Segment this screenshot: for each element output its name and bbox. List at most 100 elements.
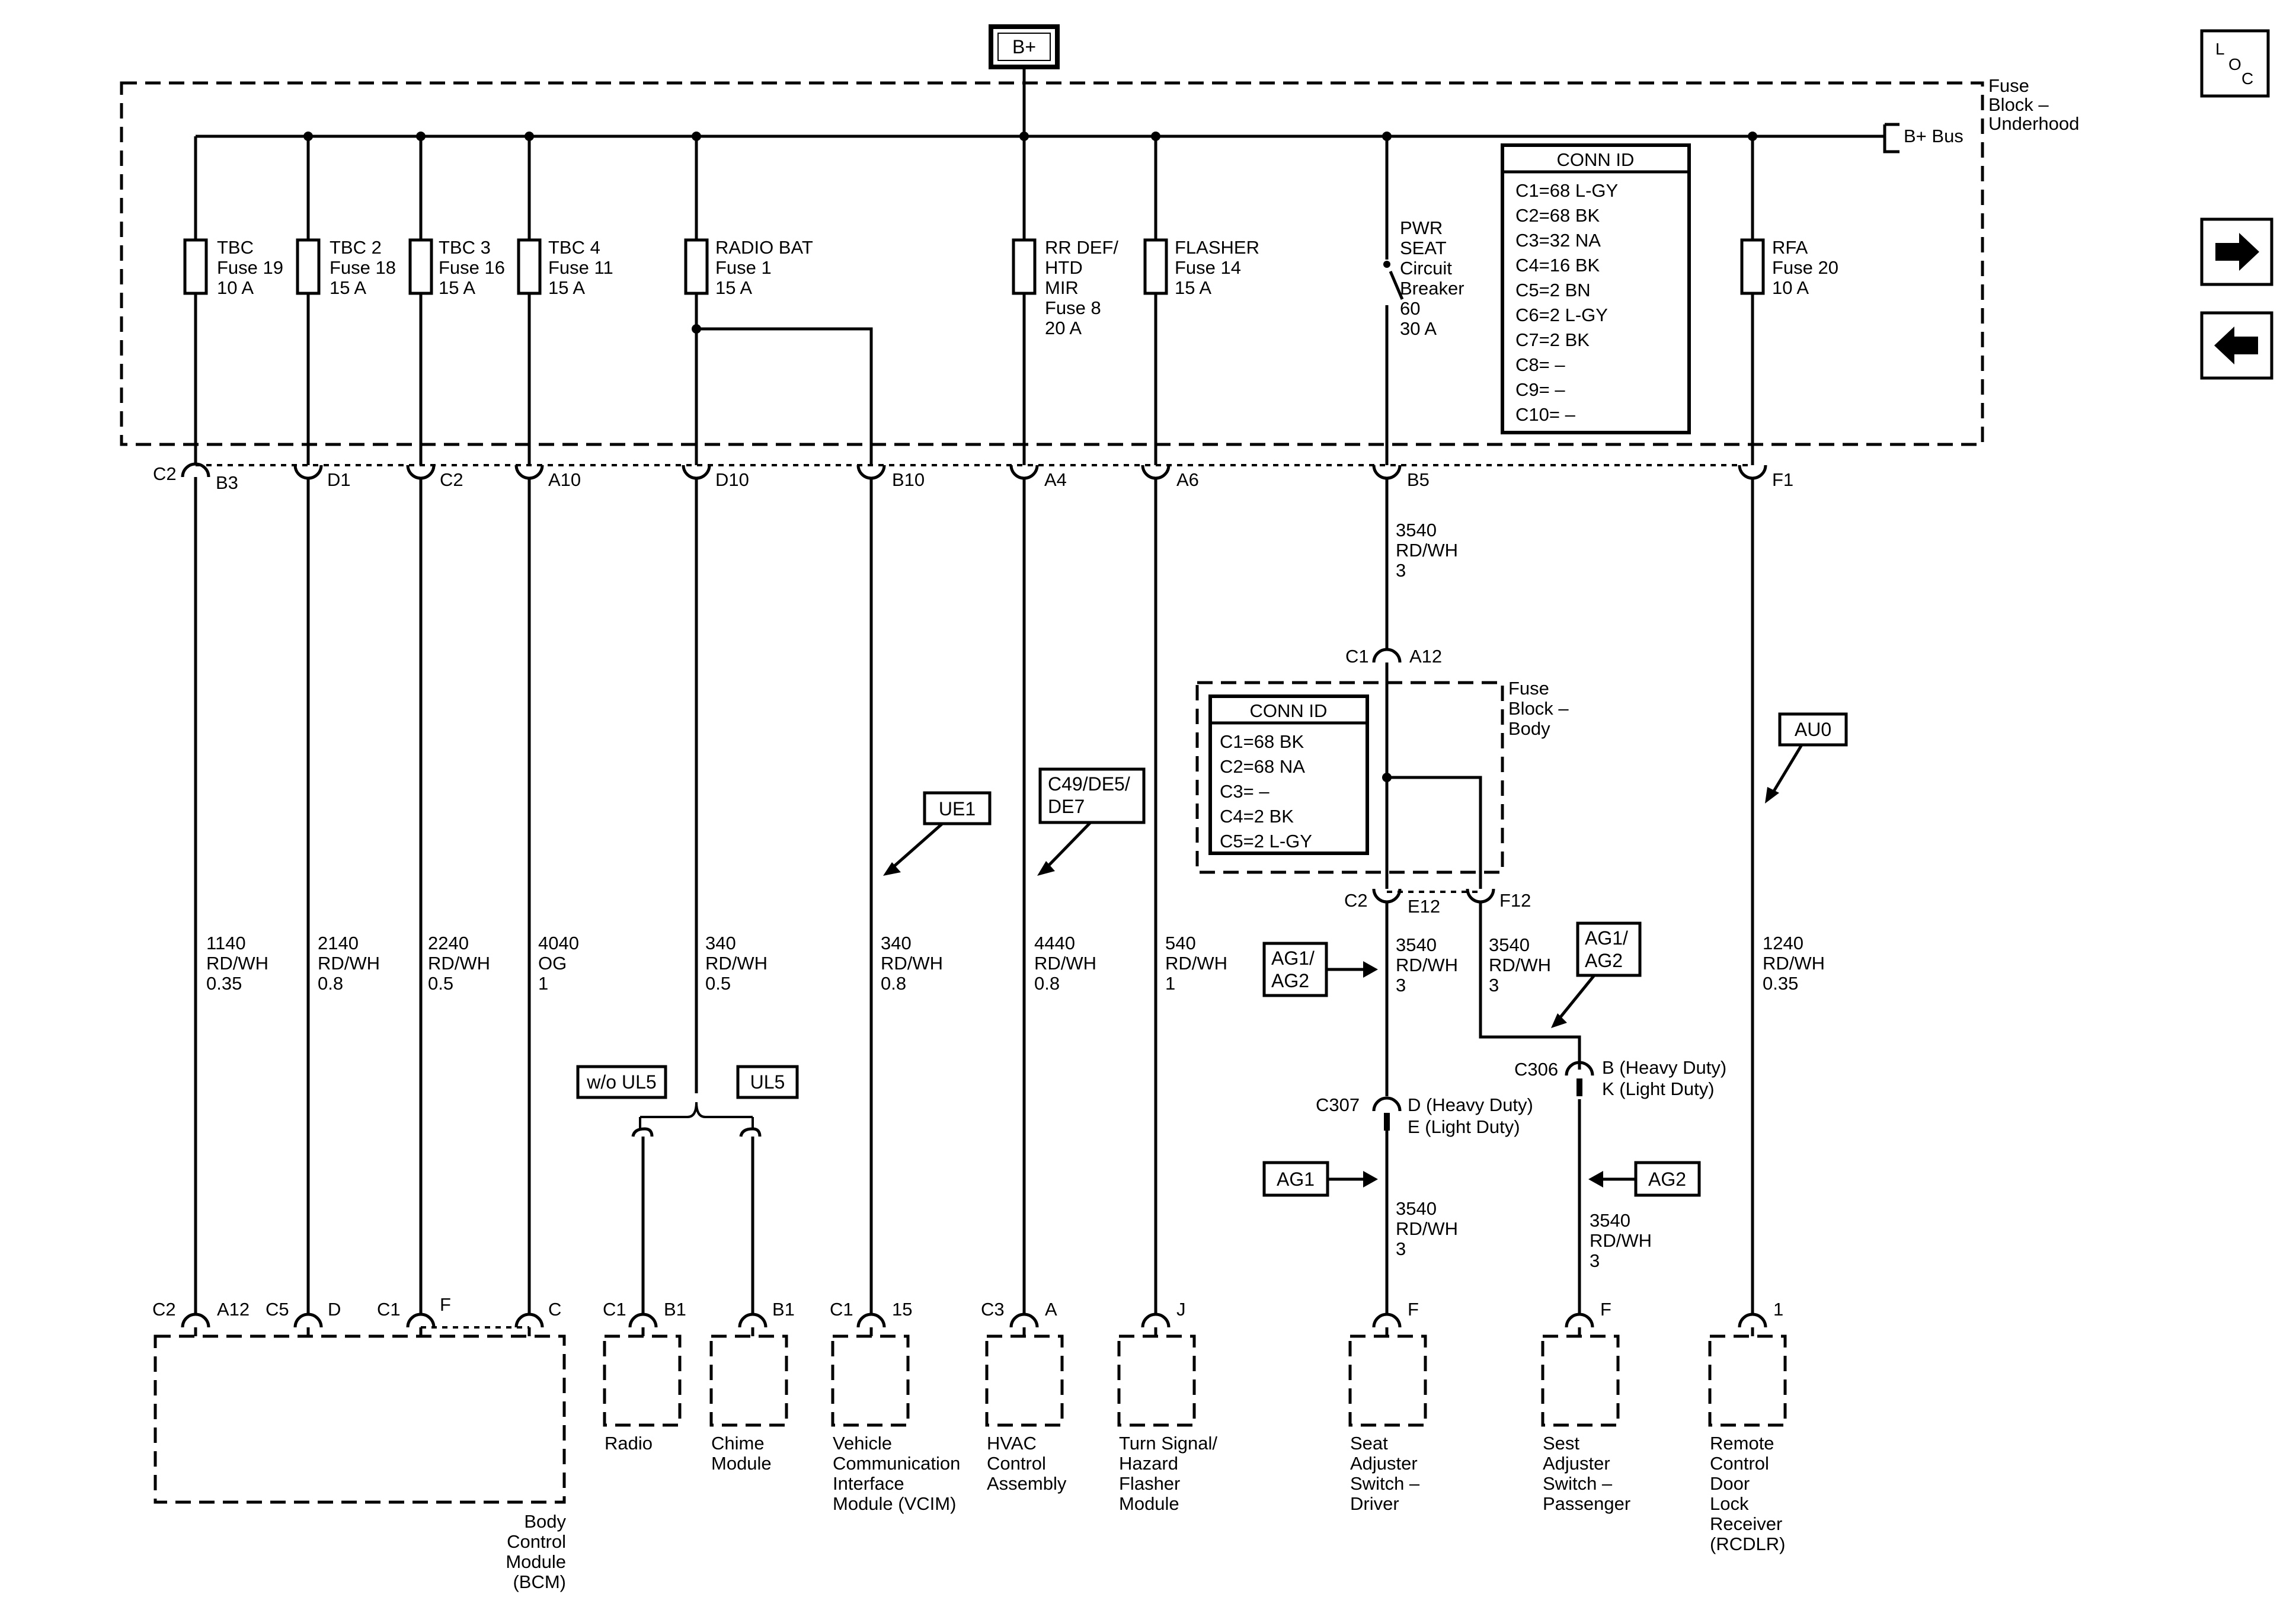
loc-letter-o: O [2228, 55, 2241, 73]
hvac-pin-connector: C3 [981, 1299, 1005, 1320]
bcm-pin: A12 [217, 1299, 250, 1320]
flasher-name-2: Hazard [1119, 1453, 1178, 1474]
svg-text:0.8: 0.8 [1034, 973, 1060, 994]
pin-label: A6 [1176, 469, 1199, 490]
underhood-pins: C2 B3 D1 C2 A10 D10 B10 A4 A6 [153, 462, 1793, 493]
circuit-label-3540-passenger-upper: 3540 RD/WH 3 [1489, 934, 1551, 996]
component-seat-adjuster-passenger: F Sest Adjuster Switch – Passenger [1541, 1299, 1630, 1514]
fuse-rr-def-label-1: RR DEF/ [1045, 237, 1118, 258]
svg-text:0.8: 0.8 [318, 973, 343, 994]
svg-text:RD/WH: RD/WH [318, 953, 380, 974]
b-plus-label: B+ [1012, 36, 1036, 57]
svg-text:0.5: 0.5 [428, 973, 453, 994]
pin-label: B10 [892, 469, 925, 490]
svg-text:AG1/: AG1/ [1585, 927, 1628, 949]
fuse-tbc-19-label-1: TBC [217, 237, 254, 258]
pin-a10: A10 [514, 465, 581, 490]
rcdlr-name-1: Remote [1710, 1433, 1774, 1454]
circuit-label-3540-driver-upper: 3540 RD/WH 3 [1396, 934, 1458, 996]
pin-label: D10 [715, 469, 749, 490]
hvac-pin: A [1045, 1299, 1057, 1320]
fuse-block-body: Fuse Block – Body [1195, 678, 1569, 874]
fuse-rr-def-label-4: Fuse 8 [1045, 297, 1101, 318]
svg-text:OG: OG [538, 953, 567, 974]
svg-text:540: 540 [1165, 933, 1196, 953]
svg-text:C49/DE5/: C49/DE5/ [1048, 773, 1130, 795]
body-conn-id-row: C4=2 BK [1220, 806, 1294, 827]
svg-text:RD/WH: RD/WH [206, 953, 268, 974]
pin-a4: A4 [1009, 465, 1067, 490]
flasher-name-1: Turn Signal/ [1119, 1433, 1217, 1454]
fuse-tbc3-16: TBC 3 Fuse 16 15 A [408, 136, 505, 465]
bcm-pin-connector: C1 [377, 1299, 401, 1320]
pwr-seat-label-2: SEAT [1400, 238, 1447, 258]
svg-text:UE1: UE1 [939, 798, 976, 820]
option-tag-ag2: AG2 [1588, 1161, 1701, 1197]
flasher-name-3: Flasher [1119, 1473, 1180, 1494]
fuse-tbc-19: TBC Fuse 19 10 A [183, 136, 283, 465]
component-rcdlr: 1 Remote Control Door Lock Receiver (RCD… [1708, 1299, 1787, 1554]
svg-text:0.5: 0.5 [705, 973, 731, 994]
body-conn-id-title: CONN ID [1250, 700, 1328, 721]
pin-b10: B10 [856, 465, 925, 490]
underhood-conn-id-row: C8= – [1515, 354, 1565, 375]
fuse-rr-def-label-2: HTD [1045, 257, 1083, 278]
fuse-radio-bat-label-2: Fuse 1 [715, 257, 772, 278]
vcim-name-1: Vehicle [833, 1433, 892, 1454]
svg-text:C307: C307 [1316, 1094, 1360, 1115]
svg-text:RD/WH: RD/WH [428, 953, 490, 974]
body-block-name-line-2: Block – [1508, 698, 1569, 719]
pin-connector-label: C2 [153, 463, 177, 484]
svg-text:RD/WH: RD/WH [1396, 1218, 1458, 1239]
underhood-conn-id-row: C1=68 L-GY [1515, 180, 1618, 201]
svg-text:w/o UL5: w/o UL5 [586, 1071, 656, 1093]
underhood-conn-id-row: C4=16 BK [1515, 255, 1600, 276]
svg-text:RD/WH: RD/WH [1590, 1230, 1652, 1251]
pin-d1: D1 [293, 465, 351, 490]
pin-c2-b3: C2 B3 [153, 462, 238, 493]
fuse-flasher-label-3: 15 A [1175, 277, 1211, 298]
circuit-label-3540-passenger-lower: 3540 RD/WH 3 [1590, 1210, 1652, 1271]
loc-locator-icon[interactable]: L O C [2200, 29, 2270, 98]
underhood-name-line-3: Underhood [1988, 113, 2079, 134]
arrow-left-icon[interactable] [2200, 311, 2273, 380]
fuse-block-underhood: Fuse Block – Underhood [120, 75, 2079, 446]
body-out-connectors: C2 E12 F12 [1344, 888, 1531, 917]
flasher-name-4: Module [1119, 1493, 1179, 1514]
arrow-right-icon[interactable] [2200, 217, 2273, 286]
fuse-tbc4-11-label-1: TBC 4 [548, 237, 600, 258]
wire-runs [194, 477, 1754, 1315]
svg-text:1140: 1140 [206, 933, 246, 953]
svg-text:3: 3 [1489, 975, 1499, 996]
circuit-breaker-pwr-seat: PWR SEAT Circuit Breaker 60 30 A [1383, 136, 1464, 465]
underhood-conn-id-table: CONN ID C1=68 L-GY C2=68 BK C3=32 NA C4=… [1501, 143, 1691, 434]
pwr-seat-label-3: Circuit [1400, 258, 1452, 279]
svg-text:0.8: 0.8 [881, 973, 906, 994]
svg-text:UL5: UL5 [750, 1071, 785, 1093]
body-block-name-line-1: Fuse [1508, 678, 1549, 699]
circuit-label-1140: 1140 RD/WH 0.35 [206, 933, 268, 994]
svg-text:B (Heavy Duty): B (Heavy Duty) [1602, 1057, 1726, 1078]
underhood-conn-id-row: C7=2 BK [1515, 329, 1590, 350]
flasher-pin: J [1176, 1299, 1186, 1320]
pin-a6: A6 [1141, 465, 1199, 490]
pin-label: C2 [440, 469, 463, 490]
fuse-tbc4-11: TBC 4 Fuse 11 15 A [517, 136, 613, 465]
underhood-conn-id-row: C2=68 BK [1515, 205, 1600, 226]
svg-text:AG1: AG1 [1277, 1169, 1315, 1190]
svg-text:D (Heavy Duty): D (Heavy Duty) [1408, 1094, 1533, 1115]
option-tag-ue1: UE1 [883, 791, 992, 876]
rcdlr-name-5: Receiver [1710, 1513, 1782, 1534]
radio-name: Radio [605, 1433, 653, 1454]
svg-text:RD/WH: RD/WH [1034, 953, 1096, 974]
circuit-label-3540-driver-lower: 3540 RD/WH 3 [1396, 1198, 1458, 1259]
bus-bracket-icon [1879, 123, 1900, 153]
svg-text:0.35: 0.35 [1763, 973, 1798, 994]
circuit-label-1240: 1240 RD/WH 0.35 [1763, 933, 1825, 994]
svg-text:AG2: AG2 [1648, 1169, 1686, 1190]
fuse-tbc4-11-label-3: 15 A [548, 277, 585, 298]
chime-name-2: Module [711, 1453, 772, 1474]
rcdlr-name-4: Lock [1710, 1493, 1749, 1514]
bcm-pin-connector: C5 [266, 1299, 289, 1320]
pin-label: F1 [1772, 469, 1793, 490]
